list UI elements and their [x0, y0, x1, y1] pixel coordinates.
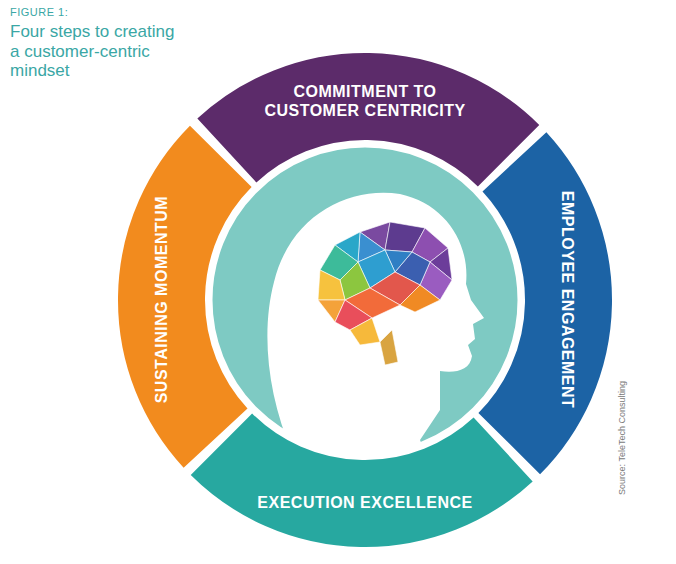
- ring-segments: [77, 12, 652, 564]
- segment-label: EMPLOYEE ENGAGEMENT: [558, 191, 577, 409]
- ring-segment: [77, 12, 652, 564]
- figure-label: FIGURE 1:: [10, 6, 68, 18]
- ring-segment-node: EMPLOYEE ENGAGEMENT: [558, 191, 577, 409]
- inner-border: [211, 146, 519, 454]
- brain: [318, 222, 452, 365]
- ring-segment: [77, 12, 652, 564]
- segment-label: COMMITMENT TO CUSTOMER CENTRICITY: [258, 82, 473, 120]
- ring-segment-node: COMMITMENT TO CUSTOMER CENTRICITY: [258, 82, 473, 120]
- figure-title: Four steps to creating a customer-centri…: [10, 22, 175, 81]
- ring-segment: [77, 12, 652, 564]
- ring-segment-node: EXECUTION EXCELLENCE: [257, 493, 472, 512]
- source-note: Source: TeleTech Consulting: [617, 381, 627, 495]
- ring-segment-node: SUSTAINING MOMENTUM: [152, 196, 171, 403]
- segment-label: SUSTAINING MOMENTUM: [152, 196, 171, 403]
- segment-label: EXECUTION EXCELLENCE: [257, 493, 472, 512]
- ring-segment: [77, 12, 652, 564]
